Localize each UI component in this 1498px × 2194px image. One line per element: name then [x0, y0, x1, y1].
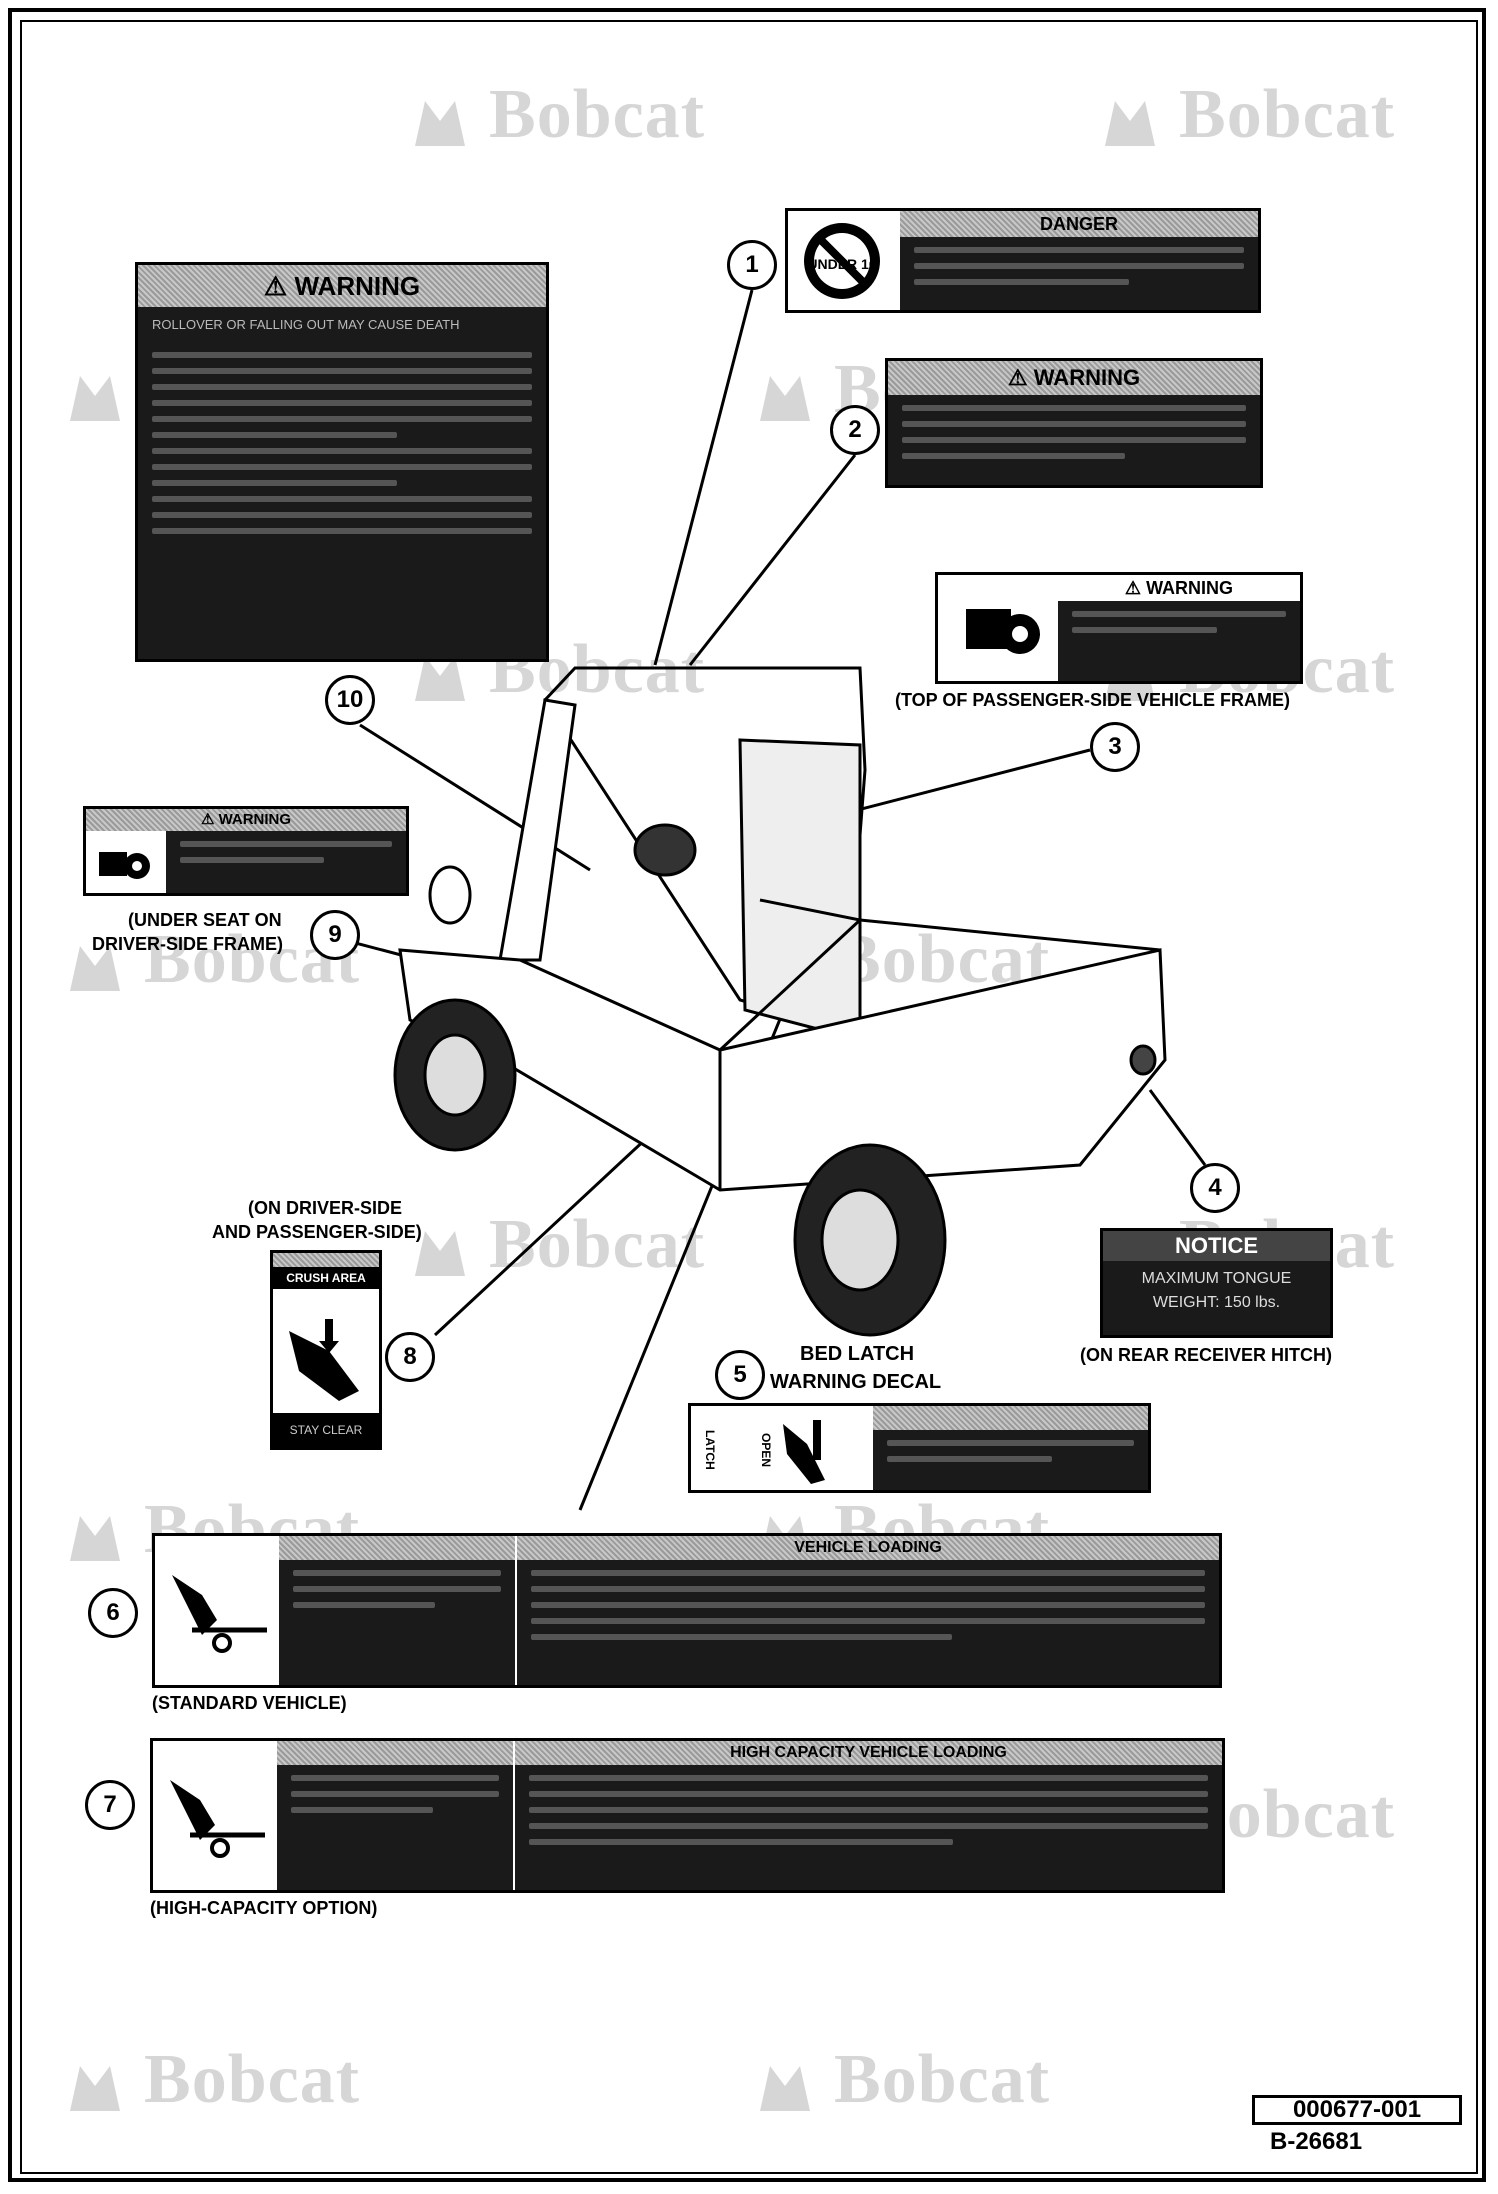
crush-hazard-icon: [277, 1309, 377, 1409]
callout-9: 9: [310, 910, 360, 960]
decal-4-line-2: WEIGHT: 150 lbs.: [1152, 1294, 1281, 1311]
hand-rotating-parts-icon: [90, 835, 160, 891]
bobcat-logo-icon: [1105, 100, 1155, 146]
decal-2-header: ⚠ WARNING: [888, 361, 1260, 395]
bobcat-watermark: Bobcat: [60, 2040, 360, 2121]
decal-1-danger: UNDER 16 DANGER: [785, 208, 1261, 313]
decal-8-header: CRUSH AREA: [273, 1267, 379, 1289]
bobcat-logo-icon: [70, 945, 120, 991]
decal-9-location-1: (UNDER SEAT ON: [128, 910, 282, 930]
doc-number: 000677-001: [1252, 2095, 1462, 2125]
decal-9-header: ⚠ WARNING: [86, 809, 406, 831]
decal-3-header: ⚠ WARNING: [1058, 575, 1300, 601]
bobcat-logo-icon: [415, 1230, 465, 1276]
bobcat-logo-icon: [70, 1515, 120, 1561]
pictogram-text: UNDER 16: [807, 256, 876, 272]
callout-3: 3: [1090, 722, 1140, 772]
decal-4-notice: NOTICE MAXIMUM TONGUE WEIGHT: 150 lbs.: [1100, 1228, 1333, 1338]
bobcat-watermark: Bobcat: [750, 2040, 1050, 2121]
decal-8-location-1: (ON DRIVER-SIDE: [248, 1198, 403, 1218]
bobcat-logo-icon: [70, 375, 120, 421]
decal-4-location: (ON REAR RECEIVER HITCH): [1080, 1345, 1333, 1365]
decal-5-bed-latch: LATCH OPEN: [688, 1403, 1151, 1493]
callout-10: 10: [325, 675, 375, 725]
decal-9-location-2: DRIVER-SIDE FRAME): [92, 934, 284, 954]
decal-9-warning: ⚠ WARNING: [83, 806, 409, 896]
decal-7-header: HIGH CAPACITY VEHICLE LOADING: [515, 1741, 1222, 1765]
decal-4-line-1: MAXIMUM TONGUE: [1141, 1270, 1292, 1287]
callout-4: 4: [1190, 1163, 1240, 1213]
bobcat-watermark: Bobcat: [1095, 75, 1395, 156]
decal-6-header: VEHICLE LOADING: [517, 1536, 1219, 1560]
page-border: [8, 8, 1486, 2182]
decal-7-high-capacity-loading: HIGH CAPACITY VEHICLE LOADING: [150, 1738, 1225, 1893]
decal-8-location-2: AND PASSENGER-SIDE): [212, 1222, 422, 1242]
decal-8-crush-area: CRUSH AREA STAY CLEAR: [270, 1250, 382, 1450]
bobcat-watermark: Bobcat: [405, 1205, 705, 1286]
decal-10-subheader: ROLLOVER OR FALLING OUT MAY CAUSE DEATH: [152, 317, 460, 332]
open-label: OPEN: [759, 1432, 773, 1467]
trailer-hitch-icon: [157, 1745, 273, 1885]
bobcat-logo-icon: [70, 2065, 120, 2111]
decal-6-location: (STANDARD VEHICLE): [152, 1693, 347, 1713]
callout-5: 5: [715, 1350, 765, 1400]
decal-8-footer: STAY CLEAR: [273, 1413, 379, 1447]
callout-1: 1: [727, 240, 777, 290]
decal-10-header: ⚠ WARNING: [138, 265, 546, 307]
bobcat-watermark: Bobcat: [405, 75, 705, 156]
decal-7-location: (HIGH-CAPACITY OPTION): [150, 1898, 378, 1918]
bobcat-logo-icon: [415, 655, 465, 701]
hand-latch-icon: [775, 1412, 835, 1488]
decal-5-title-2: WARNING DECAL: [770, 1371, 942, 1393]
decal-4-header: NOTICE: [1103, 1231, 1330, 1261]
decal-3-location: (TOP OF PASSENGER-SIDE VEHICLE FRAME): [895, 690, 1291, 710]
decal-10-rollover-warning: ⚠ WARNING ROLLOVER OR FALLING OUT MAY CA…: [135, 262, 549, 662]
utility-vehicle-illustration: [393, 666, 1167, 1337]
callout-8: 8: [385, 1332, 435, 1382]
trailer-hitch-icon: [159, 1540, 275, 1680]
decal-5-title-1: BED LATCH: [800, 1343, 915, 1365]
decal-1-header: DANGER: [900, 211, 1258, 237]
doc-reference: B-26681: [1270, 2128, 1363, 2155]
no-under-16-icon: UNDER 16: [792, 215, 892, 307]
callout-7: 7: [85, 1780, 135, 1830]
latch-label: LATCH: [703, 1430, 717, 1470]
bobcat-logo-icon: [415, 100, 465, 146]
decal-6-vehicle-loading: VEHICLE LOADING: [152, 1533, 1222, 1688]
bobcat-logo-icon: [760, 2065, 810, 2111]
callout-2: 2: [830, 405, 880, 455]
decal-3-warning: ⚠ WARNING: [935, 572, 1303, 684]
bobcat-logo-icon: [760, 375, 810, 421]
decal-2-warning: ⚠ WARNING: [885, 358, 1263, 488]
callout-6: 6: [88, 1588, 138, 1638]
page-inner-border: [20, 20, 1478, 2174]
hand-rotating-parts-icon: [944, 581, 1052, 677]
